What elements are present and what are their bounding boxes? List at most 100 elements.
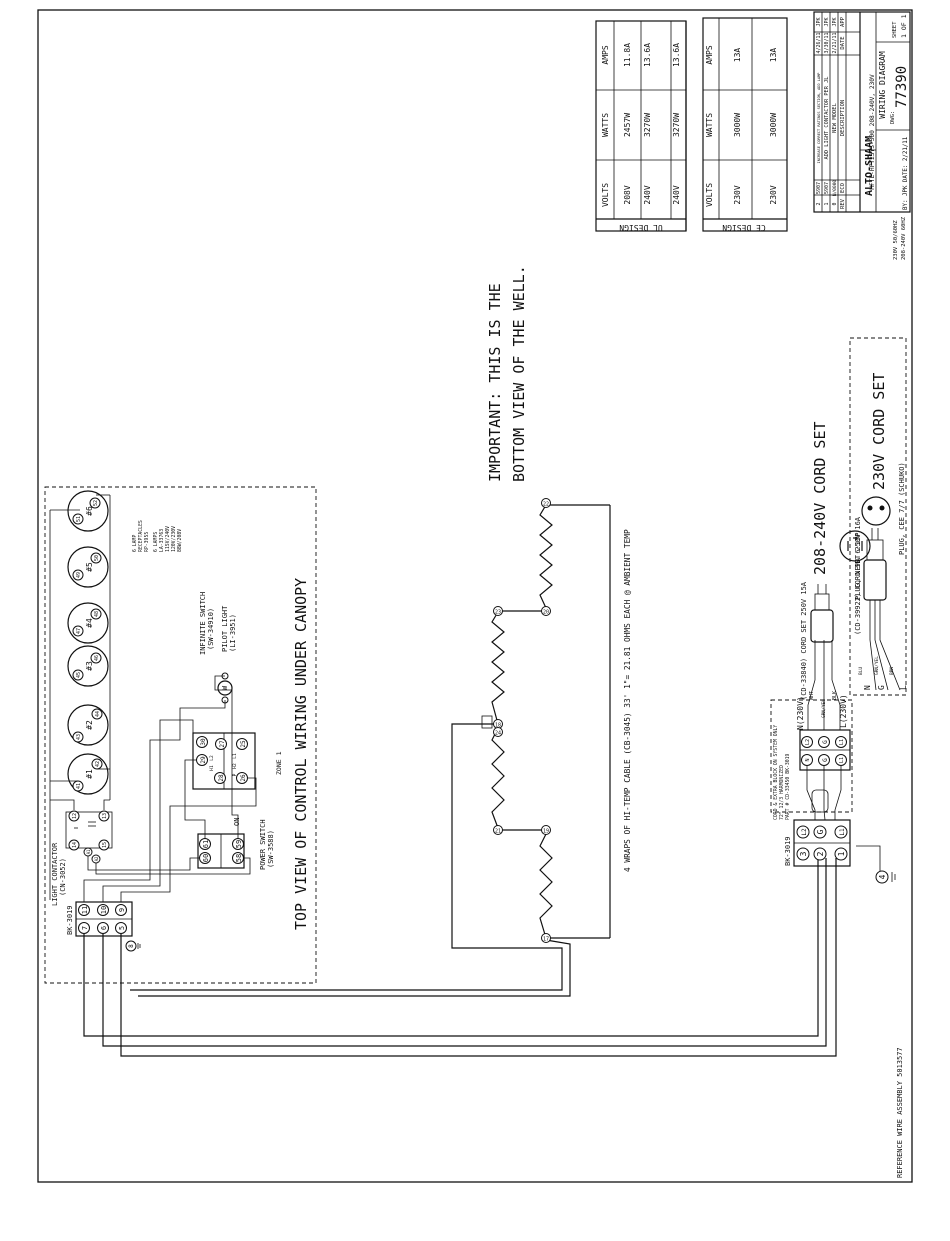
rev0-rev: 0	[832, 202, 838, 205]
svg-text:L1: L1	[839, 757, 845, 763]
power-switch-terminal-59: 59	[232, 838, 244, 850]
svg-text:14: 14	[72, 842, 78, 848]
cord-set-230v: (CD-39922) CORD SET 250V 16A 230V CORD S…	[849, 337, 908, 696]
cord-block-note-2: 72" 12/3 HARMONIZED	[779, 765, 785, 820]
important-note-line2: BOTTOM VIEW OF THE WELL.	[510, 265, 528, 482]
ul-row1-volts: 208V	[623, 185, 632, 204]
ce-row2-volts: 230V	[769, 185, 778, 204]
infinite-terminal-25: 25	[236, 738, 248, 750]
svg-text:8: 8	[128, 944, 135, 948]
rev-header-description: DESCRIPTION	[840, 100, 846, 136]
blu-label: BLU	[858, 667, 864, 675]
rev0-desc: NEW MODEL	[832, 102, 838, 132]
svg-text:26: 26	[240, 774, 247, 782]
ce-row2-amps: 13A	[769, 48, 778, 63]
svg-text:W: W	[221, 685, 229, 690]
sheet-value: 1 OF 1	[900, 14, 908, 38]
right-terminal-l1-bottom: L1	[834, 825, 848, 839]
lamp-spec-note: 6 LAMP	[0, 0, 17, 2]
ce-row1-amps: 13A	[733, 48, 742, 63]
by-date-line: BY: JPK DATE: 2/21/11	[903, 136, 909, 210]
light-contactor-label: LIGHT CONTACTOR	[51, 842, 59, 906]
svg-text:18: 18	[495, 723, 501, 729]
rev0-app: JPK	[832, 17, 838, 26]
svg-text:3: 3	[799, 851, 808, 856]
left-terminal-5: 5	[115, 922, 127, 934]
lamp-5: #5 49 50	[67, 546, 109, 588]
infinite-terminal-27: 27	[215, 738, 227, 750]
svg-text:50: 50	[94, 555, 100, 561]
brn-label: BRN	[889, 667, 895, 675]
svg-text:46: 46	[94, 655, 100, 661]
svg-text:L2: L2	[209, 755, 215, 761]
svg-text:L1: L1	[232, 753, 238, 759]
lamp-4: #4 47 48	[67, 602, 109, 644]
ul-header-watts: WATTS	[601, 113, 610, 137]
svg-text:24: 24	[495, 731, 501, 737]
ce-header-watts: WATTS	[705, 113, 714, 137]
svg-text:30: 30	[200, 738, 207, 746]
heater-node-19: 19	[541, 825, 551, 835]
ul-design-label: UL DESIGN	[619, 223, 663, 232]
ce-header-amps: AMPS	[705, 45, 714, 64]
svg-text:47: 47	[76, 628, 82, 634]
cord-block-note-3: PART # CD-33450 BK-3019	[785, 753, 791, 820]
svg-text:P: P	[232, 773, 238, 776]
svg-text:L1: L1	[839, 739, 845, 745]
heater-node-20: 20	[541, 606, 551, 616]
svg-text:48: 48	[94, 611, 100, 617]
power-switch-terminal-58: 58	[232, 852, 244, 864]
svg-text:41: 41	[76, 783, 82, 789]
ul-row2-watts: 3270W	[643, 113, 652, 137]
right-terminal-3: 3	[796, 847, 810, 861]
infinite-switch: 30 29 28 27 26 25 L2 H1 H2 L1 P ZONE 1 I…	[192, 592, 283, 790]
power-switch-part: (SW-3588)	[267, 830, 275, 868]
ground-terminal-8: 8	[125, 940, 137, 952]
grn-yel-230-label: GRN/YEL	[874, 656, 880, 675]
canopy-wiring	[50, 675, 257, 902]
rev2-rev: 2	[816, 202, 822, 205]
svg-text:A1: A1	[86, 849, 91, 854]
rev2-desc: INCREASE CORRECT RATINGS SECTION, ADD LA…	[817, 73, 821, 164]
cord-extra-block: L2 G L1 N G L1 CORD & EXTRA BLOCK ON SYS…	[770, 691, 853, 821]
svg-text:29: 29	[200, 756, 207, 764]
ul-row1-watts: 2457W	[623, 113, 632, 137]
l-230v-label: L(230V)	[839, 694, 848, 728]
title-block: REV ECO DESCRIPTION DATE APP 2 5907 INCR…	[813, 11, 911, 260]
feed-wires	[83, 857, 837, 1057]
l-wire-label: L	[899, 685, 908, 690]
terminal-block-right: 3 2 G 1 L1 L2 BK-3019 4	[784, 819, 896, 884]
left-terminal-10: 10	[97, 904, 109, 916]
plug-nema-label: PLUG, NEMA 6-15P	[854, 533, 862, 600]
lamp-2: #2 43 44	[67, 704, 109, 746]
company-logo: ALTO-SHAAM	[864, 136, 875, 196]
svg-text:6 LAMPS: 6 LAMPS	[153, 532, 159, 552]
svg-text:L2: L2	[801, 828, 808, 836]
svg-text:19: 19	[543, 829, 549, 835]
svg-text:L1: L1	[839, 828, 846, 836]
model-title: HFTE-HFT2SYS-300 208-240V, 230V	[869, 74, 876, 190]
light-contactor: 14 12 13 15 A1 A2 LIGHT CONTACTOR (CN-30…	[51, 810, 113, 906]
svg-text:6: 6	[100, 926, 108, 930]
rev1-rev: 1	[824, 202, 830, 205]
blk-label: BLK	[832, 691, 838, 700]
power-switch-terminal-60: 60	[199, 852, 211, 864]
lamp-1: #1 41 42	[67, 753, 109, 795]
rev1-date: 3/30/11	[824, 32, 830, 53]
pilot-light-part: (LI-3951)	[229, 614, 237, 652]
left-terminal-11: 11	[78, 904, 90, 916]
svg-text:G: G	[816, 829, 825, 834]
power-switch-label: POWER SWITCH	[259, 819, 267, 870]
svg-text:L2: L2	[805, 739, 811, 745]
contactor-terminal-13: 13	[98, 810, 110, 822]
svg-text:G: G	[822, 758, 829, 762]
ul-ratings-table: UL DESIGN VOLTS WATTS AMPS 208V 2457W 11…	[595, 20, 687, 232]
svg-text:15: 15	[102, 842, 108, 848]
pilot-light-label: PILOT LIGHT	[221, 605, 229, 652]
infinite-switch-label: INFINITE SWITCH	[199, 592, 207, 655]
cord-set-208-240v: 208-240V CORD SET (CD-33840) CORD SET 25…	[800, 421, 871, 730]
svg-text:5: 5	[118, 926, 126, 930]
left-terminal-9: 9	[115, 904, 127, 916]
heating-cable-note: 4 WRAPS OF HI-TEMP CABLE (CB-3045) 33' 1…	[623, 529, 632, 872]
heater-node-17: 17	[541, 933, 551, 943]
